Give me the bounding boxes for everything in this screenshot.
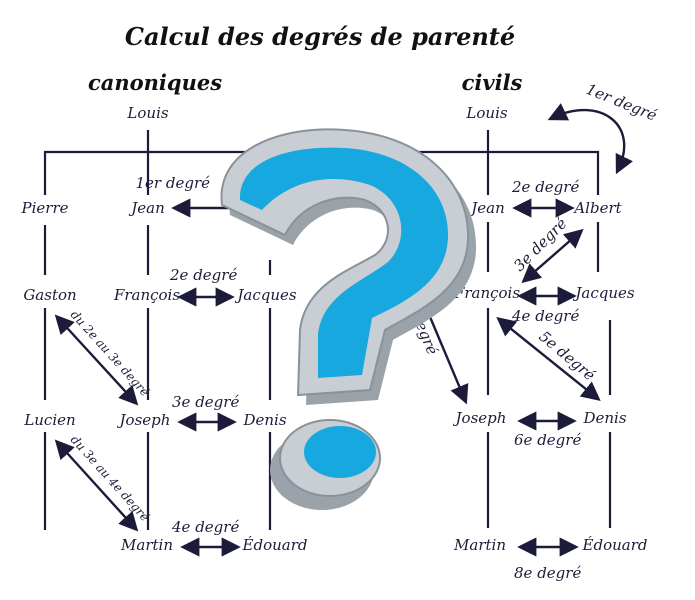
right-denis: Denis: [582, 409, 626, 427]
left-tree-lines: [43, 130, 300, 530]
right-arrows: [423, 103, 633, 557]
left-degree-1: 1er degré: [136, 174, 211, 192]
right-martin: Martin: [453, 536, 506, 554]
left-arrows: [54, 198, 241, 557]
left-jacques: Jacques: [234, 286, 296, 304]
right-edouard: Édouard: [582, 536, 648, 554]
left-degree-2-3: du 2e au 3e degré: [68, 308, 152, 399]
left-joseph: Joseph: [117, 411, 171, 429]
right-degree-2: 2e degré: [511, 178, 579, 196]
right-joseph: Joseph: [453, 409, 507, 427]
heading-civils: civils: [462, 70, 523, 95]
right-degree-6: 6e degré: [514, 431, 581, 449]
question-mark-icon: [220, 128, 477, 510]
left-gaston: Gaston: [23, 286, 76, 304]
right-degree-4: 4e degré: [511, 307, 579, 325]
left-pierre: Pierre: [21, 199, 69, 217]
heading-canoniques: canoniques: [88, 70, 222, 95]
right-jacques: Jacques: [572, 284, 634, 302]
right-degree-1: 1er degré: [584, 80, 660, 125]
right-albert: Albert: [572, 199, 622, 217]
left-lucien: Lucien: [23, 411, 75, 429]
left-edouard: Édouard: [242, 536, 308, 554]
left-jean: Jean: [128, 199, 165, 217]
right-degree-8: 8e degré: [514, 564, 581, 582]
left-degree-3-4: du 3e au 4e degré: [68, 433, 152, 524]
left-degree-4: 4e degré: [171, 518, 239, 536]
left-degree-2: 2e degré: [169, 266, 237, 284]
left-degree-3: 3e degré: [172, 393, 239, 411]
left-denis: Denis: [242, 411, 286, 429]
left-martin: Martin: [120, 536, 173, 554]
right-jean: Jean: [468, 199, 505, 217]
right-francois: François: [453, 284, 520, 302]
right-louis: Louis: [465, 104, 507, 122]
diagram-title: Calcul des degrés de parenté: [125, 22, 515, 51]
left-francois: François: [113, 286, 180, 304]
left-louis: Louis: [126, 104, 168, 122]
